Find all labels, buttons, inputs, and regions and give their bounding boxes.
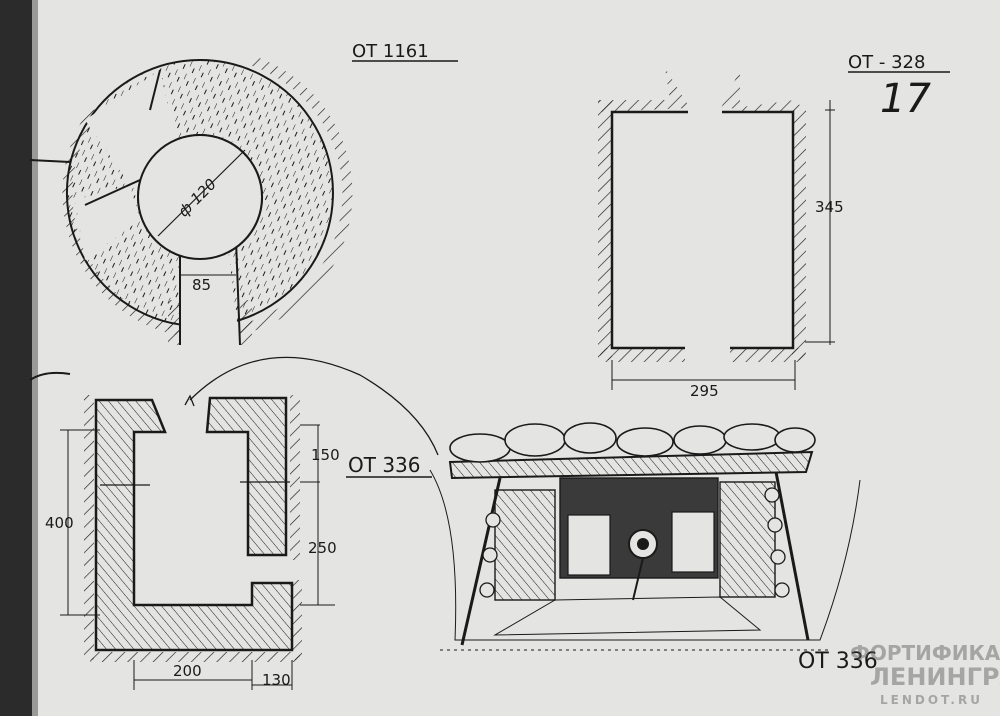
page-number: 17 xyxy=(880,76,931,122)
binding-edge xyxy=(0,0,32,716)
caption-ot-336: ОТ 336 xyxy=(798,649,878,674)
dim-plan-width: 200 xyxy=(173,662,202,680)
dim-height: 345 xyxy=(815,198,844,216)
watermark: ФОРТИФИКАЦИЯ ЛЕНИНГРАДА LENDOT.RU xyxy=(850,641,1000,707)
dim-lower: 250 xyxy=(308,539,337,557)
watermark-line2: ЛЕНИНГРАДА xyxy=(870,663,1000,691)
drawing-ot-336-plan: 400 150 250 200 130 ОТ 336 xyxy=(45,356,439,690)
caption-label: ОТ 336 xyxy=(798,649,878,674)
dim-opening: 85 xyxy=(192,276,211,294)
dim-wall: 130 xyxy=(262,671,291,689)
watermark-site: LENDOT.RU xyxy=(880,693,983,707)
watermark-line1: ФОРТИФИКАЦИЯ xyxy=(850,641,1000,665)
dim-width: 295 xyxy=(690,382,719,400)
drawing-label-ot-336: ОТ 336 xyxy=(348,453,421,477)
drawing-label-ot-328: ОТ - 328 xyxy=(848,52,925,73)
drawing-ot-1161: ОТ 1161 ф 120 85 xyxy=(62,41,458,346)
dim-upper: 150 xyxy=(311,446,340,464)
drawing-label-ot-1161: ОТ 1161 xyxy=(352,41,429,62)
drawing-ot-336-perspective xyxy=(429,422,861,651)
dim-height-total: 400 xyxy=(45,514,74,532)
drawing-ot-328: ОТ - 328 345 295 xyxy=(598,52,950,400)
